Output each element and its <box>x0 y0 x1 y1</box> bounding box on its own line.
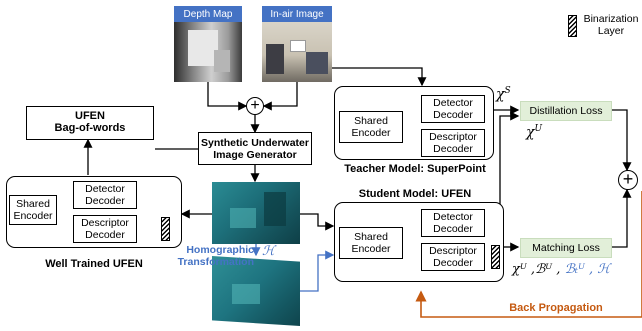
student-title: Student Model: UFEN <box>358 188 472 200</box>
homographic-line1: Homographic <box>186 244 254 256</box>
underwater-image <box>212 182 300 244</box>
chi-u-symbol: χU <box>526 124 542 141</box>
generator-box: Synthetic Underwater Image Generator <box>198 132 312 165</box>
depth-map-image <box>174 22 242 82</box>
chi-s-symbol: χS <box>496 86 511 103</box>
trained-binarization-layer <box>161 217 170 241</box>
student-binarization-layer <box>491 245 500 269</box>
warped-to-student-arrow <box>300 250 335 292</box>
inair-to-teacher-arrow <box>297 67 427 87</box>
generator-title: Synthetic Underwater Image Generator <box>201 136 309 161</box>
inair-to-plus-arrow <box>262 82 298 111</box>
inair-image-panel: In-air Image <box>262 6 332 82</box>
depth-to-plus-arrow <box>207 82 248 111</box>
inair-image-label: In-air Image <box>262 6 332 22</box>
matching-to-sum <box>612 188 632 248</box>
distill-to-sum <box>612 109 632 172</box>
ufen-bow-box: UFEN Bag-of-words <box>26 106 154 140</box>
depth-map-label: Depth Map <box>174 6 242 22</box>
matching-outputs: χᵁ ,ℬᵁ , ℬₜᵁ , ℋ <box>512 262 610 277</box>
chi-u-sup: U <box>534 124 543 134</box>
trained-shared-encoder: Shared Encoder <box>9 195 57 225</box>
backprop-line <box>415 191 642 318</box>
teacher-shared-encoder: Shared Encoder <box>339 111 403 143</box>
ufen-bow-line2: Bag-of-words <box>54 122 126 134</box>
trained-ufen-box: Shared Encoder Detector Decoder Descript… <box>6 176 182 248</box>
trained-descriptor-decoder: Descriptor Decoder <box>73 215 137 243</box>
trained-ufen-caption: Well Trained UFEN <box>45 258 143 270</box>
matching-loss-box: Matching Loss <box>520 238 612 258</box>
chi-s-base: χ <box>496 86 505 103</box>
warped-underwater-image <box>212 256 300 326</box>
sum-plus-node: + <box>618 170 638 190</box>
binarization-legend-icon <box>568 15 577 37</box>
trained-detector-decoder: Detector Decoder <box>73 181 137 209</box>
chi-s-sup: S <box>504 86 511 96</box>
student-descriptor-decoder: Descriptor Decoder <box>421 243 485 271</box>
matching-outputs-black: χᵁ ,ℬᵁ , <box>512 262 561 277</box>
homographic-line2: Transformation <box>177 256 254 268</box>
matching-outputs-blue: ℬₜᵁ , ℋ <box>564 262 611 277</box>
binarization-legend-label: Binarization Layer <box>583 13 639 37</box>
ufen-bow-line1: UFEN <box>75 110 105 122</box>
chi-u-base: χ <box>526 124 535 141</box>
teacher-detector-decoder: Detector Decoder <box>421 95 485 123</box>
teacher-descriptor-decoder: Descriptor Decoder <box>421 129 485 157</box>
depth-map-panel: Depth Map <box>174 6 242 82</box>
student-shared-encoder: Shared Encoder <box>339 227 403 259</box>
student-model-box: Shared Encoder Detector Decoder Descript… <box>334 202 504 282</box>
backprop-label: Back Propagation <box>509 302 603 314</box>
underwater-to-student-arrow <box>300 213 335 231</box>
homographic-label: Homographic Transformation <box>160 244 254 268</box>
teacher-model-box: Shared Encoder Detector Decoder Descript… <box>334 86 494 160</box>
homography-symbol: ℋ <box>262 244 275 259</box>
combine-plus-node: + <box>246 97 264 115</box>
inair-image <box>262 22 332 82</box>
distillation-loss-box: Distillation Loss <box>520 101 612 121</box>
student-detector-decoder: Detector Decoder <box>421 209 485 237</box>
teacher-caption: Teacher Model: SuperPoint <box>344 163 486 175</box>
